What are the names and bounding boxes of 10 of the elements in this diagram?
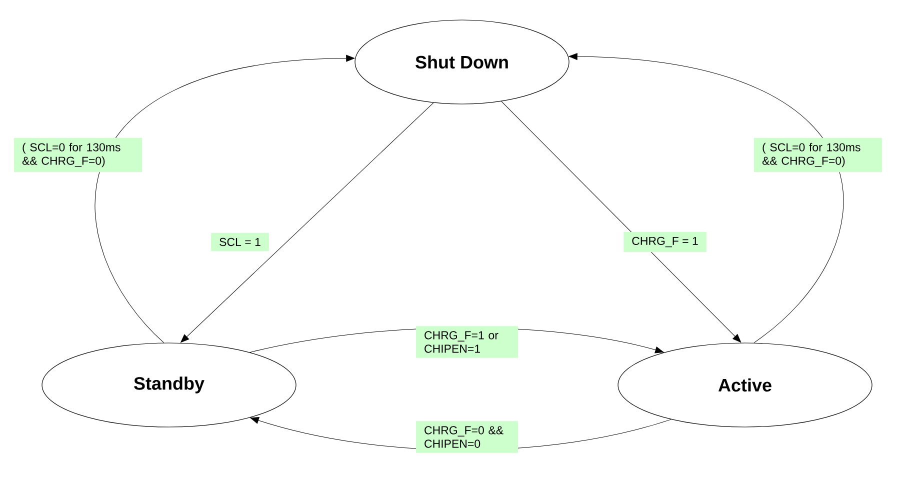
arrow [180,102,434,343]
edge-label: SCL = 1 [211,232,269,252]
edge-label: ( SCL=0 for 130ms && CHRG_F=0) [754,138,882,172]
edge-label: CHRG_F=0 && CHIPEN=0 [416,421,518,453]
edge-label: ( SCL=0 for 130ms && CHRG_F=0) [14,138,142,172]
arrow [501,101,742,342]
edge-label: CHRG_F=1 or CHIPEN=1 [416,326,518,358]
edge-label: CHRG_F = 1 [624,232,706,252]
arrow [95,54,355,343]
arrow [568,53,844,344]
